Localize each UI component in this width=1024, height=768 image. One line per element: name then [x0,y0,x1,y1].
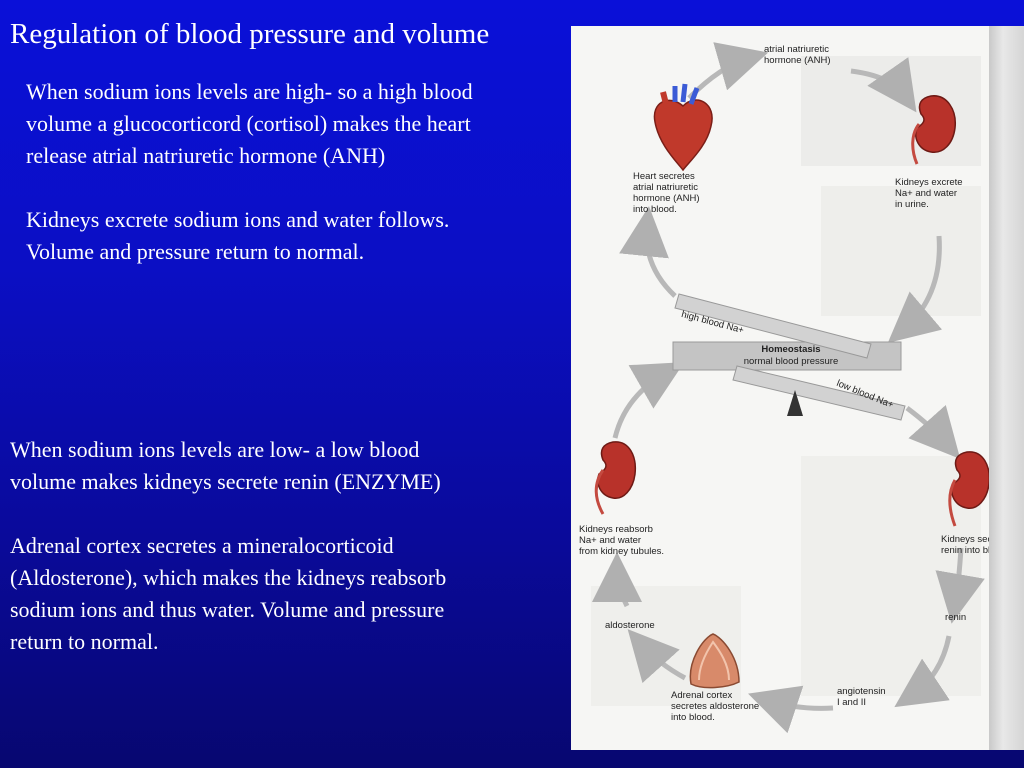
aldosterone-label: aldosterone [605,620,655,631]
arrow-kidney-to-renin [935,547,985,624]
kidney-icon-top [911,95,956,165]
low-sodium-paragraph-2: Adrenal cortex secretes a mineralocortic… [10,533,447,654]
seesaw-fulcrum [787,390,803,416]
kidney-icon-left [594,441,637,515]
arrow-kidney-to-homeostasis [887,235,943,343]
kidney-icon-right [948,451,989,527]
high-sodium-paragraph-1: When sodium ions levels are high- so a h… [26,79,473,168]
high-na-tilted-bar [674,293,872,359]
arrow-kidney-to-homeostasis-low [612,362,685,439]
arrow-highna-to-heart [619,206,677,298]
homeostasis-subtitle: normal blood pressure [743,356,839,367]
low-sodium-text: When sodium ions levels are low- a low b… [10,434,490,658]
feedback-cycle-diagram [592,42,989,734]
low-na-tilted-bar [732,365,906,421]
arrow-aldosterone-to-kidney [592,552,643,608]
homeostasis-title: Homeostasis [761,344,821,355]
arrow-anh-to-kidney [850,57,917,113]
slide-title: Regulation of blood pressure and volume [10,18,490,50]
homeostasis-seesaw [672,293,906,421]
arrow-lowna-to-kidney [905,404,961,459]
high-sodium-paragraph-2: Kidneys excrete sodium ions and water fo… [26,207,450,264]
high-sodium-text: When sodium ions levels are high- so a h… [26,76,496,268]
kidneys-secrete-renin-label: Kidneys secrerenin into blo [941,534,989,556]
adrenal-gland-icon [689,633,740,689]
arrow-renin-to-angiotensin [894,635,952,708]
renin-label: renin [945,612,967,623]
arrow-angiotensin-to-adrenal [748,685,834,734]
figure-page-edge [989,26,1024,750]
low-sodium-paragraph-1: When sodium ions levels are low- a low b… [10,437,441,494]
heart-icon [653,83,713,172]
arrow-adrenal-to-aldosterone [627,629,687,684]
